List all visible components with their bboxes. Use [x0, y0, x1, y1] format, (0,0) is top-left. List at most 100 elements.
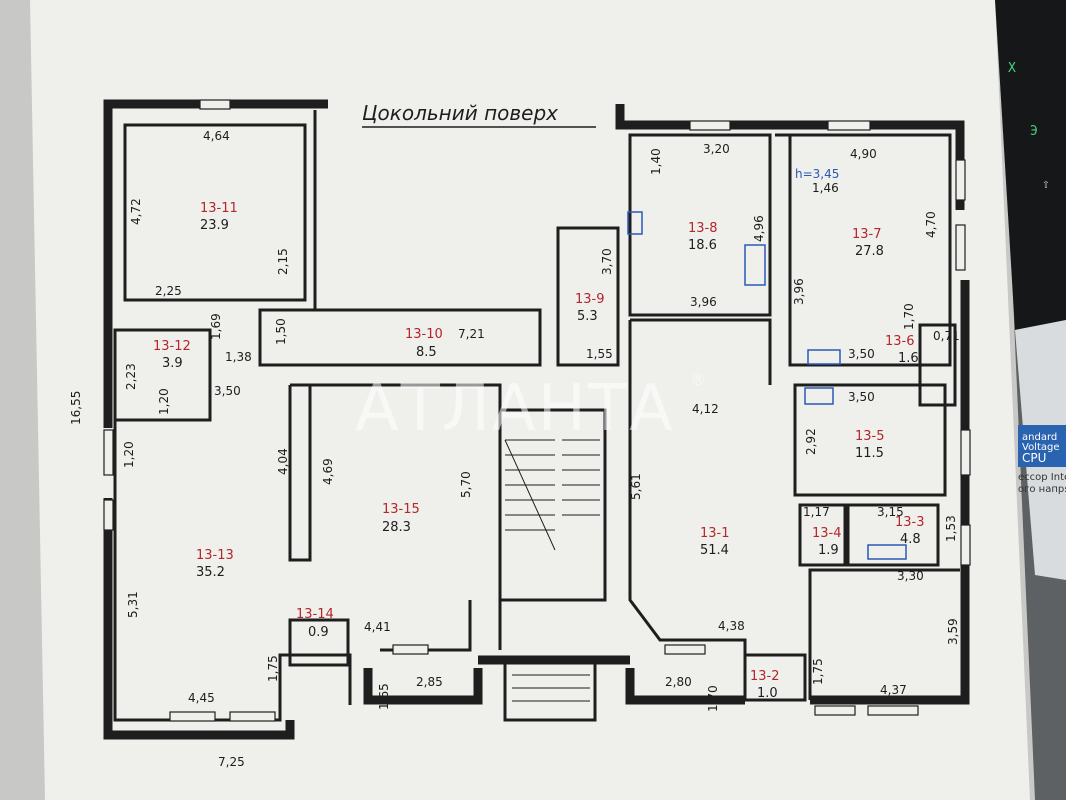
room-13-6: 13-6 1.6 [885, 334, 919, 366]
room-13-7: 13-7 27.8 [852, 227, 884, 259]
stairs [504, 439, 600, 702]
room-id: 13-6 [885, 334, 915, 349]
dimension-label: 5,61 [629, 473, 643, 500]
room-13-9-outline [556, 226, 620, 367]
room-area: 5.3 [577, 309, 598, 324]
room-id: 13-11 [200, 201, 238, 216]
dimension-label: 4,38 [718, 619, 745, 633]
dimension-label: 4,64 [203, 129, 230, 143]
dimension-label: 3,50 [848, 390, 875, 404]
dimension-label: 4,12 [692, 402, 719, 416]
room-area: 11.5 [855, 446, 884, 461]
room-13-12-outline [113, 328, 212, 422]
room-13-10-outline [258, 308, 542, 367]
dimension-label: 5,31 [126, 591, 140, 618]
cpu-sticker [1018, 425, 1066, 467]
room-13-14: 13-14 0.9 [296, 607, 334, 640]
dimension-labels: 4,64 4,72 2,15 2,25 1,69 1,50 7,21 1,38 … [69, 129, 960, 769]
room-13-12: 13-12 3.9 [153, 339, 191, 371]
dimension-label: 4,41 [364, 620, 391, 634]
watermark: АТЛАНТА [355, 372, 675, 446]
room-13-2: 13-2 1.0 [750, 669, 780, 701]
room-id: 13-8 [688, 221, 718, 236]
dimension-label: 1,17 [803, 505, 830, 519]
dimension-label: 7,21 [458, 327, 485, 341]
room-13-8: 13-8 18.6 [688, 221, 718, 253]
dimension-label: 4,70 [924, 211, 938, 238]
room-13-3: 13-3 4.8 [895, 515, 925, 547]
room-id: 13-7 [852, 227, 882, 242]
room-13-5: 13-5 11.5 [855, 429, 885, 461]
dimension-label: 4,90 [850, 147, 877, 161]
room-id: 13-1 [700, 526, 730, 541]
dimension-label: 7,25 [218, 755, 245, 769]
dimension-label: 1,38 [225, 350, 252, 364]
dimension-label: 16,55 [69, 391, 83, 425]
dimension-label: 1,70 [706, 685, 720, 712]
room-area: 23.9 [200, 218, 229, 233]
room-labels: 13-11 23.9 13-12 3.9 13-10 8.5 13-9 5.3 … [153, 201, 925, 701]
left-bottom-wall [363, 668, 483, 705]
room-area: 1.9 [818, 543, 839, 558]
dimension-label: 1,55 [586, 347, 613, 361]
room-id: 13-2 [750, 669, 780, 684]
room-area: 0.9 [308, 625, 329, 640]
room-id: 13-9 [575, 292, 605, 307]
dimension-label: 1,40 [649, 148, 663, 175]
dimension-label: 3,59 [946, 618, 960, 645]
entrance-stair-outline [503, 658, 597, 722]
dimension-label: 1,20 [157, 388, 171, 415]
room-13-15: 13-15 28.3 [382, 502, 420, 535]
room-13-4: 13-4 1.9 [812, 526, 842, 558]
dimension-label: 5,70 [459, 471, 473, 498]
room-id: 13-12 [153, 339, 191, 354]
dimension-label: 2,85 [416, 675, 443, 689]
inner-walls [113, 110, 960, 722]
room-13-6-outline [918, 323, 957, 407]
room-13-5-outline [793, 383, 947, 497]
dimension-label: 1,75 [811, 658, 825, 685]
dimension-label: 4,69 [321, 458, 335, 485]
dimension-label: 1,65 [377, 683, 391, 710]
room-area: 1.6 [898, 351, 919, 366]
dimension-label: 3,70 [600, 248, 614, 275]
room-13-3-outline [846, 503, 940, 567]
dimension-label: 1,20 [122, 441, 136, 468]
dimension-label: 2,25 [155, 284, 182, 298]
stair-outline [498, 408, 607, 602]
room-id: 13-13 [196, 548, 234, 563]
room-area: 35.2 [196, 565, 225, 580]
room-13-2-outline [743, 653, 807, 702]
room-area: 3.9 [162, 356, 183, 371]
room-area: 4.8 [900, 532, 921, 547]
room-13-1: 13-1 51.4 [700, 526, 730, 558]
room-13-11: 13-11 23.9 [200, 201, 238, 233]
cpu-label-5: ого напряжения [1018, 484, 1066, 495]
dimension-label: 4,96 [752, 215, 766, 242]
cpu-label-1: andard [1022, 432, 1057, 443]
keyboard-key-1: X [1008, 61, 1016, 76]
cpu-label-2: Voltage [1022, 442, 1060, 453]
room-13-9: 13-9 5.3 [575, 292, 605, 324]
watermark-mark: ® [690, 370, 708, 389]
left-outer-wall [103, 99, 328, 740]
windows [103, 99, 971, 722]
room-13-4-outline [798, 503, 847, 567]
dimension-label: 4,37 [880, 683, 907, 697]
room-area: 51.4 [700, 543, 729, 558]
dimension-label: 2,23 [124, 363, 138, 390]
dimension-label: 0,71 [933, 329, 960, 343]
room-id: 13-5 [855, 429, 885, 444]
room-13-14-outline [288, 618, 350, 667]
cpu-label-3: CPU [1022, 451, 1046, 465]
cpu-label-4: ессор Intel® [1018, 472, 1066, 483]
height-label: h=3,45 [795, 167, 839, 181]
dimension-label: 3,50 [214, 384, 241, 398]
room-id: 13-14 [296, 607, 334, 622]
paper-sheet [30, 0, 1030, 800]
room-id: 13-4 [812, 526, 842, 541]
room-area: 1.0 [757, 686, 778, 701]
fixtures [627, 211, 907, 560]
